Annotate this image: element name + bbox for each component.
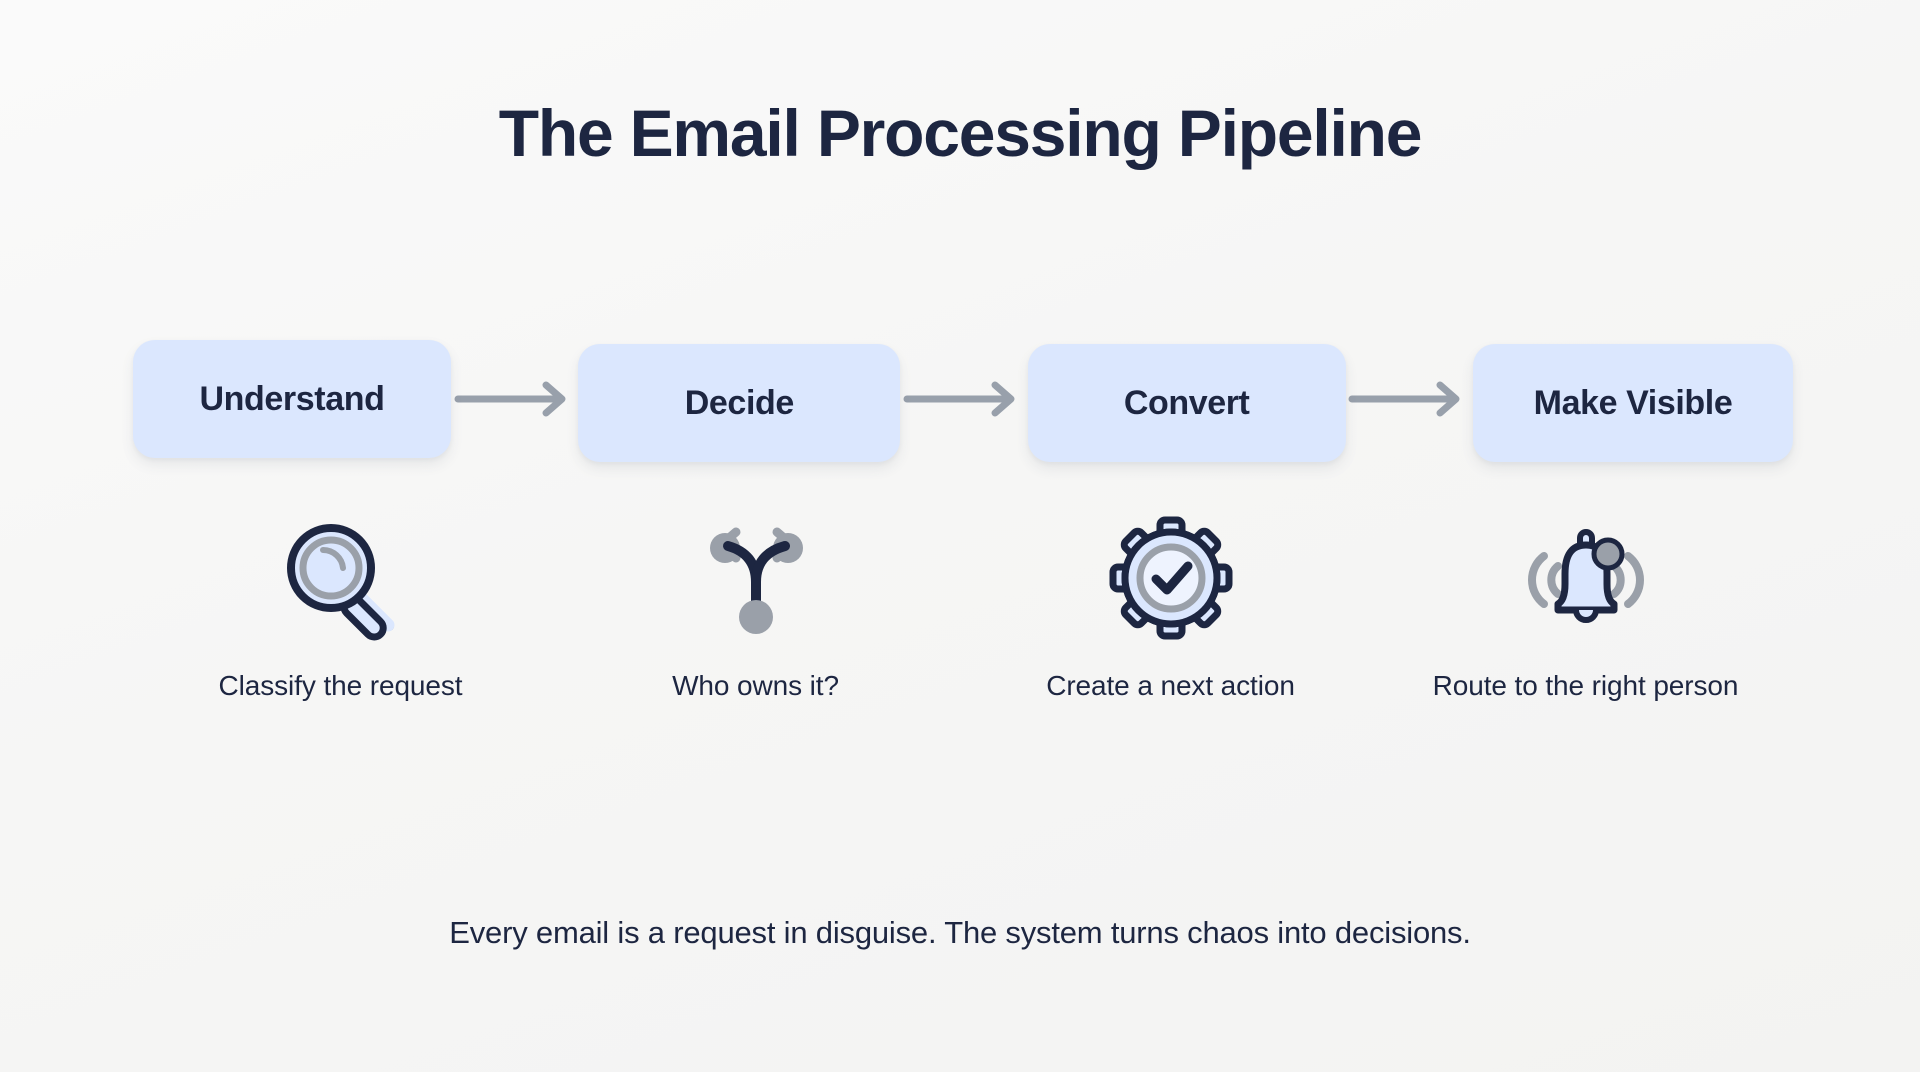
magnifier-icon: [286, 524, 394, 641]
icon-slot-understand: [277, 512, 405, 644]
detail-column-decide: Who owns it?: [548, 512, 963, 702]
arrow-right-icon: [454, 381, 566, 417]
arrow-right-icon: [903, 381, 1015, 417]
detail-column-make-visible: Route to the right person: [1378, 512, 1793, 702]
caption-decide: Who owns it?: [672, 670, 839, 701]
caption-make-visible: Route to the right person: [1432, 670, 1739, 701]
stage-box-decide[interactable]: Decide: [578, 344, 901, 462]
connector-arrow-2: [900, 340, 1027, 458]
stage-label-decide: Decide: [684, 383, 795, 422]
arrow-right-icon: [1348, 381, 1460, 417]
caption-convert: Create a next action: [1046, 670, 1295, 701]
icon-slot-make-visible: [1518, 512, 1654, 644]
pipeline-stage-make-visible[interactable]: Make Visible: [1472, 344, 1793, 462]
page-title: The Email Processing Pipeline: [498, 96, 1423, 170]
stage-box-convert[interactable]: Convert: [1027, 344, 1346, 462]
gear-check-icon: [1109, 516, 1232, 640]
connector-arrow-1: [451, 340, 578, 458]
bell-notification-icon: [1527, 529, 1644, 623]
stage-label-convert: Convert: [1123, 383, 1250, 422]
footnote-text: Every email is a request in disguise. Th…: [449, 915, 1471, 950]
stage-label-make-visible: Make Visible: [1533, 383, 1733, 422]
stage-box-make-visible[interactable]: Make Visible: [1472, 344, 1793, 462]
detail-column-convert: Create a next action: [963, 512, 1378, 702]
stage-box-understand[interactable]: Understand: [133, 340, 451, 458]
branch-fork-icon: [709, 527, 803, 634]
pipeline-row: Understand Decide Convert: [133, 340, 1793, 462]
caption-understand: Classify the request: [218, 670, 463, 701]
icon-slot-decide: [692, 512, 820, 644]
detail-column-understand: Classify the request: [133, 512, 548, 702]
pipeline-stage-understand[interactable]: Understand: [133, 340, 451, 458]
icon-slot-convert: [1107, 512, 1235, 644]
pipeline-stage-decide[interactable]: Decide: [578, 344, 901, 462]
stage-label-understand: Understand: [199, 379, 385, 418]
pipeline-details-row: Classify the request Who: [133, 512, 1793, 702]
pipeline-stage-convert[interactable]: Convert: [1027, 344, 1346, 462]
connector-arrow-3: [1346, 340, 1473, 458]
